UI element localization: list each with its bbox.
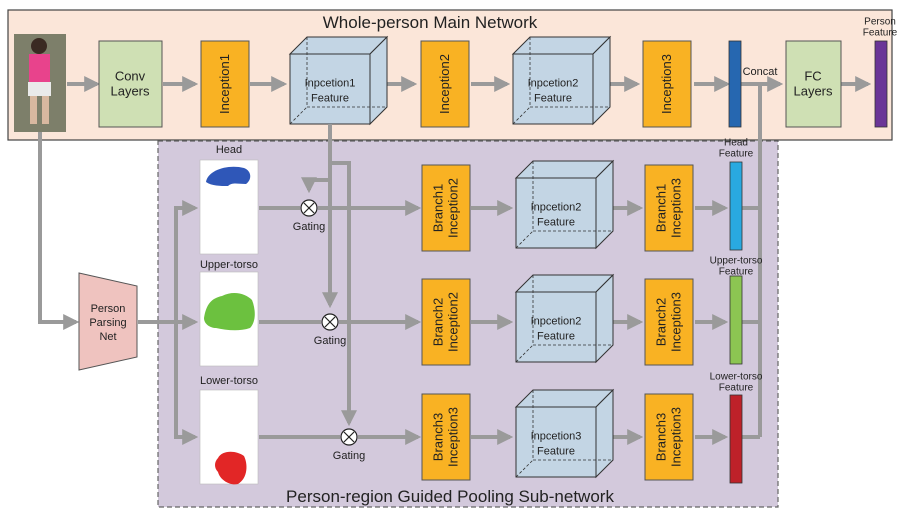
parsing-flow-arrows (38, 132, 199, 445)
gating-multiply-icon-2 (321, 313, 339, 331)
region-mask-shape-1 (206, 166, 251, 186)
gating-multiply-icon-1 (300, 199, 318, 217)
branch-a-box-2 (421, 278, 471, 366)
inception2-label: Inception2 (437, 54, 452, 114)
concat-label: Concat (743, 66, 778, 78)
region-label-3: Lower-torso (200, 375, 258, 387)
inception3-box (642, 40, 692, 128)
branch-b-box-1 (644, 164, 694, 252)
inception1-feature-cube (288, 35, 389, 126)
inception3-label: Inception3 (659, 54, 674, 114)
branch-b-label-3: Branch3Inception3 (654, 407, 684, 467)
gating-multiply-icon-3 (340, 428, 358, 446)
region-mask-shape-3 (215, 451, 247, 485)
region-mask-shape-2 (204, 293, 255, 331)
gating-label-3: Gating (333, 450, 365, 462)
gating-label-1: Gating (293, 221, 325, 233)
branch-b-box-3 (644, 393, 694, 481)
branch-a-label-1: Branch1Inception2 (431, 178, 461, 238)
region-feature-bar-2 (729, 275, 743, 365)
region-feature-cube-2 (514, 273, 615, 364)
region-feature-bar-1 (729, 161, 743, 251)
branch-b-label-1: Branch1Inception3 (654, 178, 684, 238)
branch-b-box-2 (644, 278, 694, 366)
person-feature-bar (874, 40, 888, 128)
person-parsing-net-box (78, 272, 138, 371)
main-feature-bar (728, 40, 742, 128)
region-label-1: Head (216, 144, 242, 156)
branch-a-box-1 (421, 164, 471, 252)
inception1-label: Inception1 (217, 54, 232, 114)
region-feature-bar-3 (729, 394, 743, 484)
conv-layers-box (98, 40, 163, 128)
gating-label-2: Gating (314, 335, 346, 347)
branch-b-label-2: Branch2Inception3 (654, 292, 684, 352)
inception2-feature-cube (511, 35, 612, 126)
region-feature-cube-1 (514, 159, 615, 250)
branch-a-box-3 (421, 393, 471, 481)
person-photo (14, 34, 66, 132)
branch-a-label-2: Branch2Inception2 (431, 292, 461, 352)
branch-a-label-3: Branch3Inception3 (431, 407, 461, 467)
inception2-box (420, 40, 470, 128)
main-network-title: Whole-person Main Network (323, 13, 538, 32)
sub-network-title: Person-region Guided Pooling Sub-network (286, 487, 614, 506)
region-label-2: Upper-torso (200, 259, 258, 271)
gating-feed-lines (301, 124, 357, 427)
inception1-box (200, 40, 250, 128)
fc-layers-box (785, 40, 842, 128)
region-feature-cube-3 (514, 388, 615, 479)
